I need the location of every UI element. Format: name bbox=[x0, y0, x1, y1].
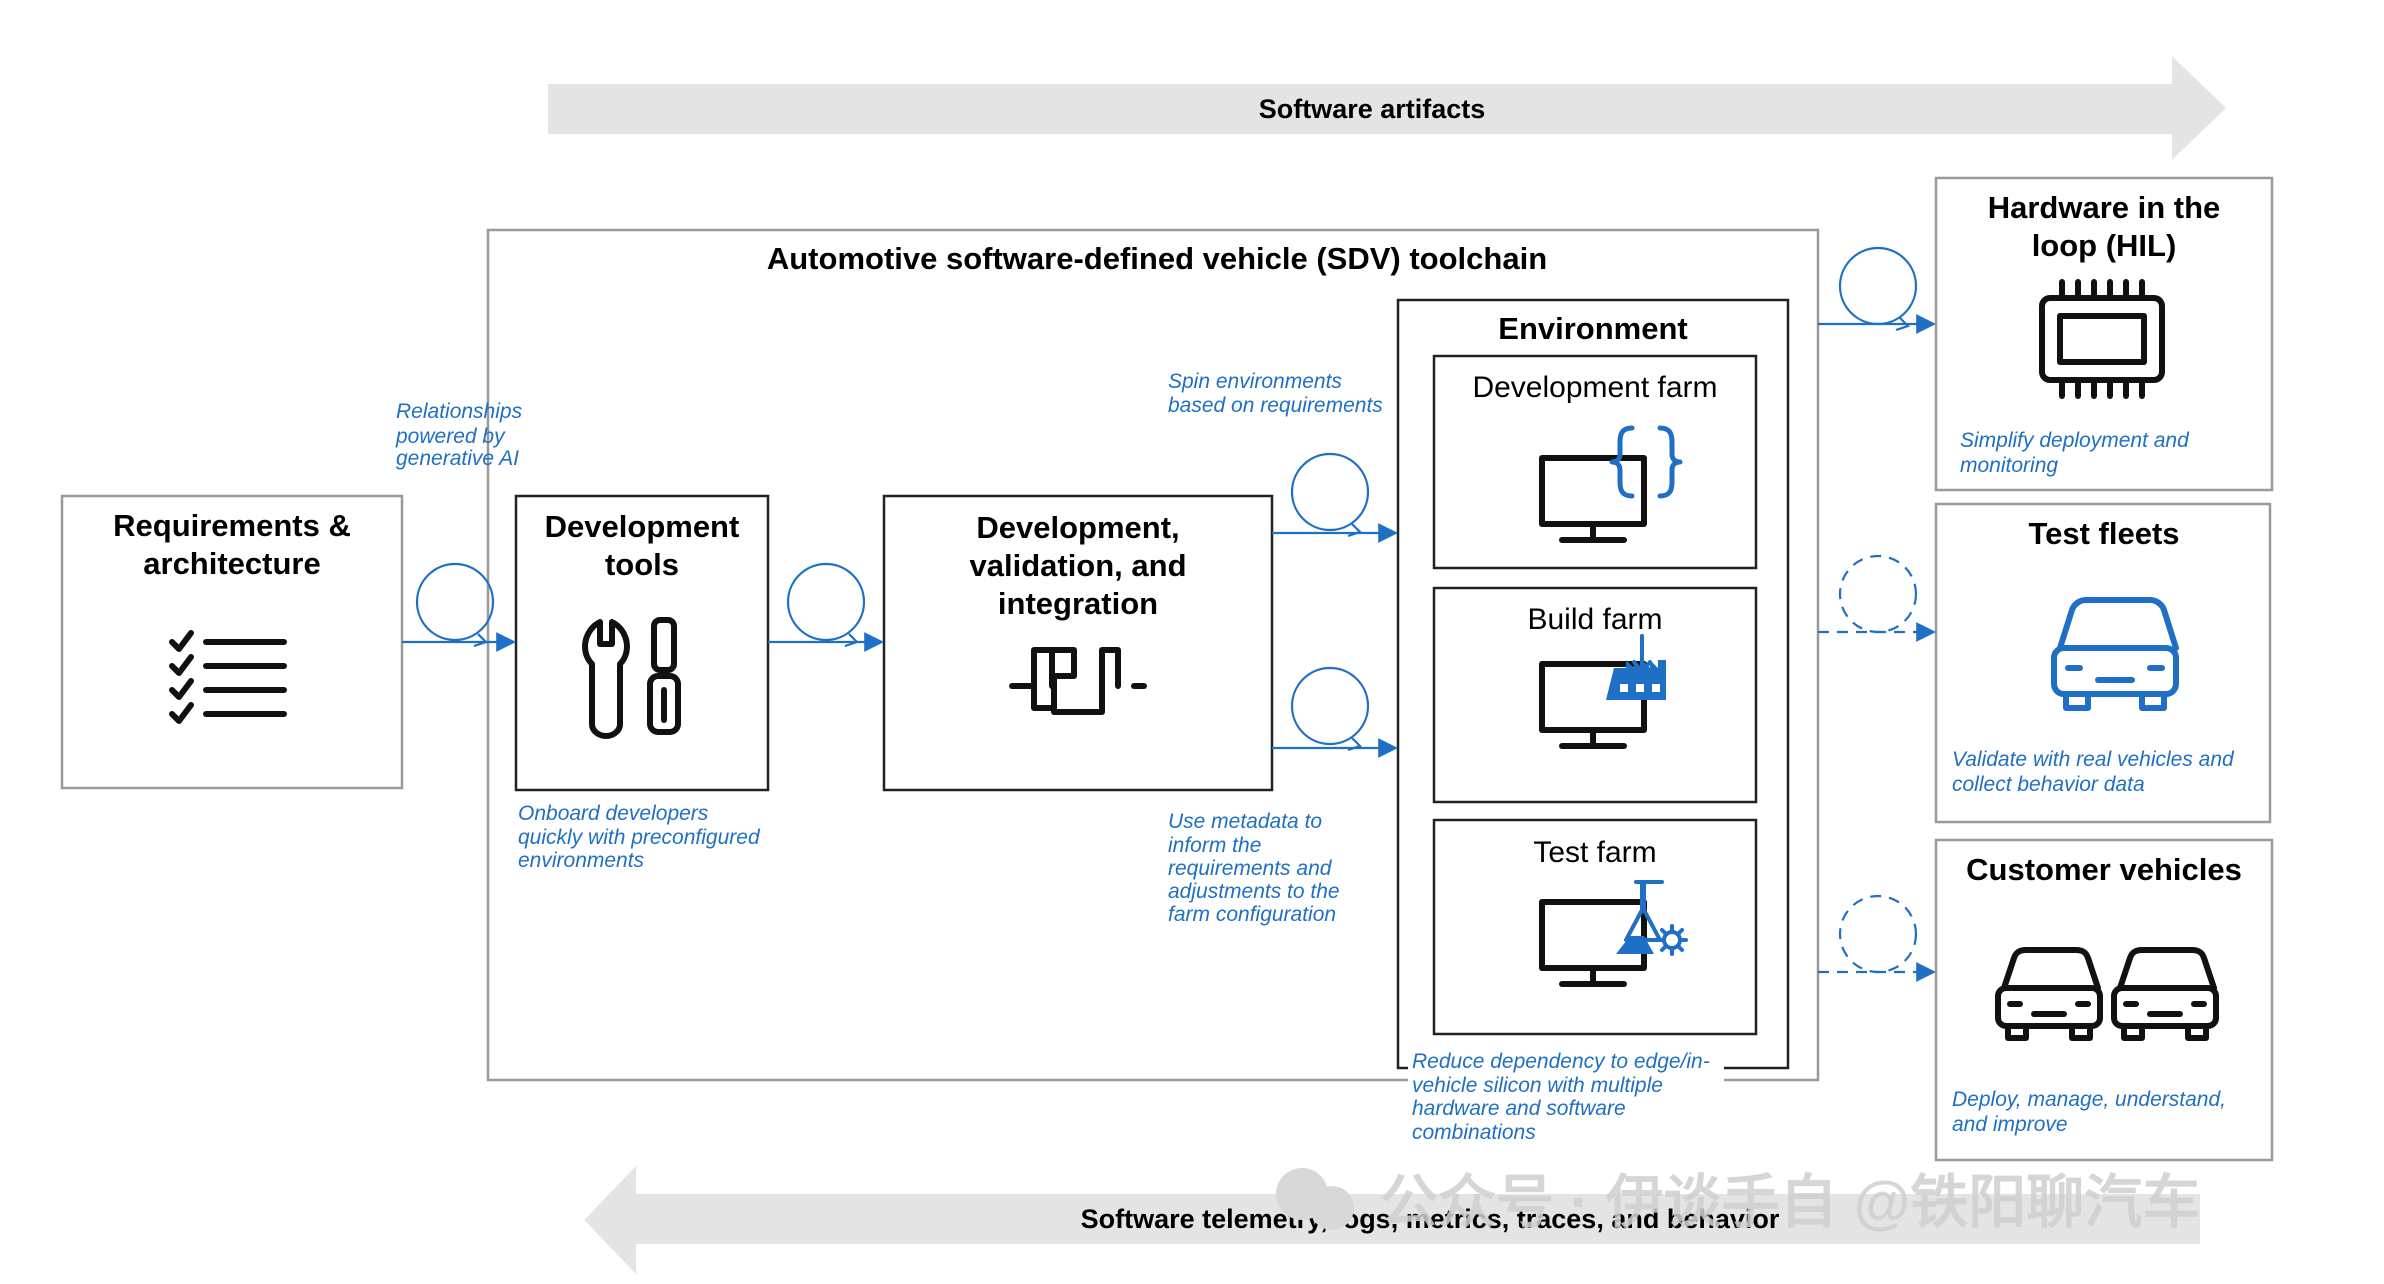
hil-title-line2: loop (HIL) bbox=[2032, 228, 2177, 263]
software-artifacts-arrow: Software artifacts bbox=[548, 56, 2226, 160]
requirements-title-line1: Requirements & bbox=[113, 508, 351, 543]
spin-note: Spin environments based on requirements bbox=[1168, 370, 1383, 417]
spin-note-line2: based on requirements bbox=[1168, 394, 1383, 417]
watermark: 公众号 · 伊谈手自 @铁阳聊汽车 bbox=[1276, 1168, 2200, 1235]
software-artifacts-label: Software artifacts bbox=[1259, 94, 1486, 124]
checklist-icon bbox=[169, 630, 287, 724]
relationships-note-line2: powered by bbox=[395, 425, 506, 448]
integration-icon bbox=[1009, 647, 1147, 715]
hil-title-line1: Hardware in the bbox=[1988, 190, 2221, 225]
relationships-note-line1: Relationships bbox=[396, 400, 523, 423]
onboard-note-line2: quickly with preconfigured bbox=[518, 826, 761, 849]
reduce-note-line3: hardware and software bbox=[1412, 1097, 1626, 1120]
metadata-note-line2: inform the bbox=[1168, 834, 1261, 857]
customer-note-line1: Deploy, manage, understand, bbox=[1952, 1088, 2226, 1111]
build-farm-box bbox=[1432, 586, 1758, 804]
reduce-note-line4: combinations bbox=[1412, 1121, 1536, 1144]
reduce-note-line2: vehicle silicon with multiple bbox=[1412, 1074, 1663, 1097]
customer-note-line2: and improve bbox=[1952, 1113, 2068, 1136]
reduce-note: Reduce dependency to edge/in- vehicle si… bbox=[1408, 1050, 1724, 1152]
spin-note-line1: Spin environments bbox=[1168, 370, 1342, 393]
customer-vehicles-title: Customer vehicles bbox=[1966, 852, 2242, 887]
metadata-note-line4: adjustments to the bbox=[1168, 880, 1340, 903]
chip-icon bbox=[2039, 279, 2165, 399]
test-fleets-box bbox=[1934, 502, 2272, 824]
metadata-note-line5: farm configuration bbox=[1168, 903, 1336, 926]
wrench-screwdriver-icon bbox=[582, 617, 681, 739]
hil-box bbox=[1934, 176, 2274, 492]
fleets-note-line1: Validate with real vehicles and bbox=[1952, 748, 2235, 771]
toolchain-title: Automotive software-defined vehicle (SDV… bbox=[767, 241, 1547, 276]
monitor-factory-icon bbox=[1539, 634, 1666, 749]
hil-note-line1: Simplify deployment and bbox=[1960, 429, 2190, 452]
devtools-title-line2: tools bbox=[605, 547, 679, 582]
metadata-note: Use metadata to inform the requirements … bbox=[1168, 810, 1340, 926]
metadata-note-line3: requirements and bbox=[1168, 857, 1333, 880]
customer-vehicles-box bbox=[1934, 838, 2274, 1162]
fleets-note-line2: collect behavior data bbox=[1952, 773, 2145, 796]
dev-validation-integration-box bbox=[882, 494, 1274, 792]
software-telemetry-arrow: Software telemetry, logs, metrics, trace… bbox=[584, 1166, 2200, 1274]
two-cars-icon bbox=[1995, 947, 2219, 1041]
requirements-title-line2: architecture bbox=[143, 546, 320, 581]
devtools-title-line1: Development bbox=[545, 509, 740, 544]
software-telemetry-label: Software telemetry, logs, metrics, trace… bbox=[1081, 1204, 1780, 1234]
dvi-title-line2: validation, and bbox=[969, 548, 1186, 583]
monitor-flask-gear-icon bbox=[1539, 880, 1688, 987]
development-farm-label: Development farm bbox=[1472, 371, 1717, 404]
watermark-text: 公众号 · 伊谈手自 @铁阳聊汽车 bbox=[1380, 1170, 2200, 1235]
test-fleets-title: Test fleets bbox=[2028, 516, 2179, 551]
relationships-note-line3: generative AI bbox=[396, 447, 519, 470]
onboard-note-line3: environments bbox=[518, 849, 645, 872]
reduce-note-line1: Reduce dependency to edge/in- bbox=[1412, 1050, 1710, 1073]
test-farm-box bbox=[1432, 818, 1758, 1036]
hil-note-line2: monitoring bbox=[1960, 454, 2058, 477]
car-icon bbox=[2051, 597, 2179, 711]
build-farm-label: Build farm bbox=[1527, 603, 1662, 636]
environment-title: Environment bbox=[1498, 311, 1687, 346]
onboard-note: Onboard developers quickly with preconfi… bbox=[518, 802, 761, 872]
monitor-code-icon bbox=[1539, 425, 1683, 543]
onboard-note-line1: Onboard developers bbox=[518, 802, 709, 825]
connectors bbox=[402, 246, 1936, 982]
dvi-title-line1: Development, bbox=[976, 510, 1179, 545]
metadata-note-line1: Use metadata to bbox=[1168, 810, 1322, 833]
dvi-title-line3: integration bbox=[998, 586, 1158, 621]
test-farm-label: Test farm bbox=[1533, 836, 1656, 869]
relationships-note: Relationships powered by generative AI bbox=[395, 400, 523, 470]
